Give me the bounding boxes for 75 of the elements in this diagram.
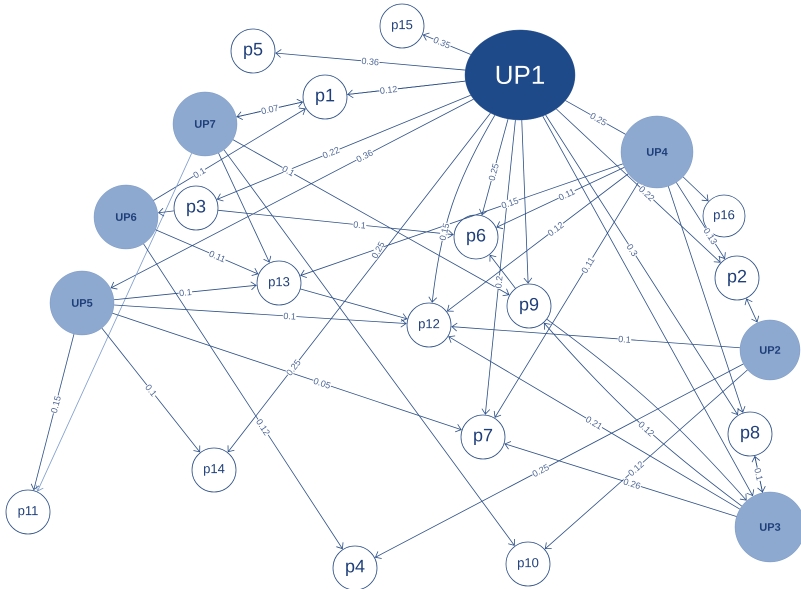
edge-label: 0.25 (530, 462, 551, 478)
arrow (143, 244, 344, 550)
arrow (36, 152, 192, 492)
edge-label: 0.22 (321, 146, 341, 160)
edge-label: 0.25 (588, 111, 608, 127)
edge-label: 0.36 (360, 57, 380, 66)
edge-label: 0.1 (280, 164, 296, 178)
arrow (374, 364, 744, 559)
arrow (236, 102, 304, 120)
edge-label: 0.3 (625, 242, 639, 258)
edge-label: 0.35 (432, 36, 452, 50)
arrow (481, 120, 516, 415)
arrow (542, 116, 754, 496)
arrow (544, 370, 748, 550)
arrow (228, 112, 491, 452)
edge-label: 0.15 (500, 196, 520, 210)
arrow (448, 335, 740, 510)
edge-label: 0.07 (260, 104, 280, 116)
arrow (300, 163, 624, 278)
edge-label: 0.15 (50, 394, 62, 414)
arrow (216, 94, 472, 202)
arrow (110, 98, 474, 290)
edge-label: 0.12 (378, 85, 398, 95)
arrow (114, 304, 407, 328)
edge-label: 0.1 (617, 335, 632, 344)
arrow (446, 173, 629, 312)
arrow (114, 281, 257, 300)
edge-label: 0.12 (546, 220, 566, 238)
arrow (422, 32, 472, 55)
edge-label: 0.21 (584, 414, 604, 431)
edge-label: 0.1 (144, 382, 158, 398)
edge-label: 0.1 (352, 220, 367, 230)
arrow (451, 322, 740, 348)
edge-label: 0.25 (488, 162, 500, 182)
arrow (232, 139, 510, 296)
edge-label: 0.11 (208, 249, 227, 264)
arrow (496, 166, 625, 230)
edge-label: 0.12 (636, 420, 656, 438)
arrow (494, 182, 639, 418)
arrow (153, 108, 306, 201)
arrow (218, 152, 272, 263)
edge-label: 0.11 (557, 187, 576, 202)
edge-label: 0.15 (438, 222, 450, 242)
arrow (102, 328, 200, 452)
arrow (556, 108, 721, 263)
arrow (224, 150, 516, 546)
arrow (428, 114, 496, 303)
edge-label: 0.1 (192, 166, 207, 180)
arrow (668, 186, 746, 413)
arrow (30, 334, 74, 490)
arrow (744, 298, 760, 323)
arrow (490, 254, 516, 289)
weight-label: 0.25 (370, 240, 386, 260)
arrow (300, 288, 408, 322)
edge-label: 0.1 (282, 312, 297, 320)
edge-label: 0.12 (626, 460, 646, 478)
edge-label: 0.1 (178, 288, 192, 297)
arrow (545, 114, 739, 416)
edge-label: 0.11 (580, 256, 596, 275)
arrow (752, 456, 763, 493)
edge-label: 0.1 (754, 466, 764, 482)
arrow (676, 182, 726, 260)
edge-label: 0.2 (494, 275, 504, 290)
edge-label: 0.05 (312, 376, 332, 390)
arrow (504, 441, 737, 517)
arrow (112, 312, 462, 432)
arrow (479, 118, 508, 216)
edge-label: 0.26 (622, 477, 642, 490)
arrow (275, 49, 466, 70)
edge-label: 0.36 (354, 148, 374, 164)
arrow (155, 229, 258, 276)
arrow (682, 176, 709, 202)
arrow (158, 208, 174, 217)
arrow (521, 120, 532, 284)
arrow (218, 210, 454, 238)
